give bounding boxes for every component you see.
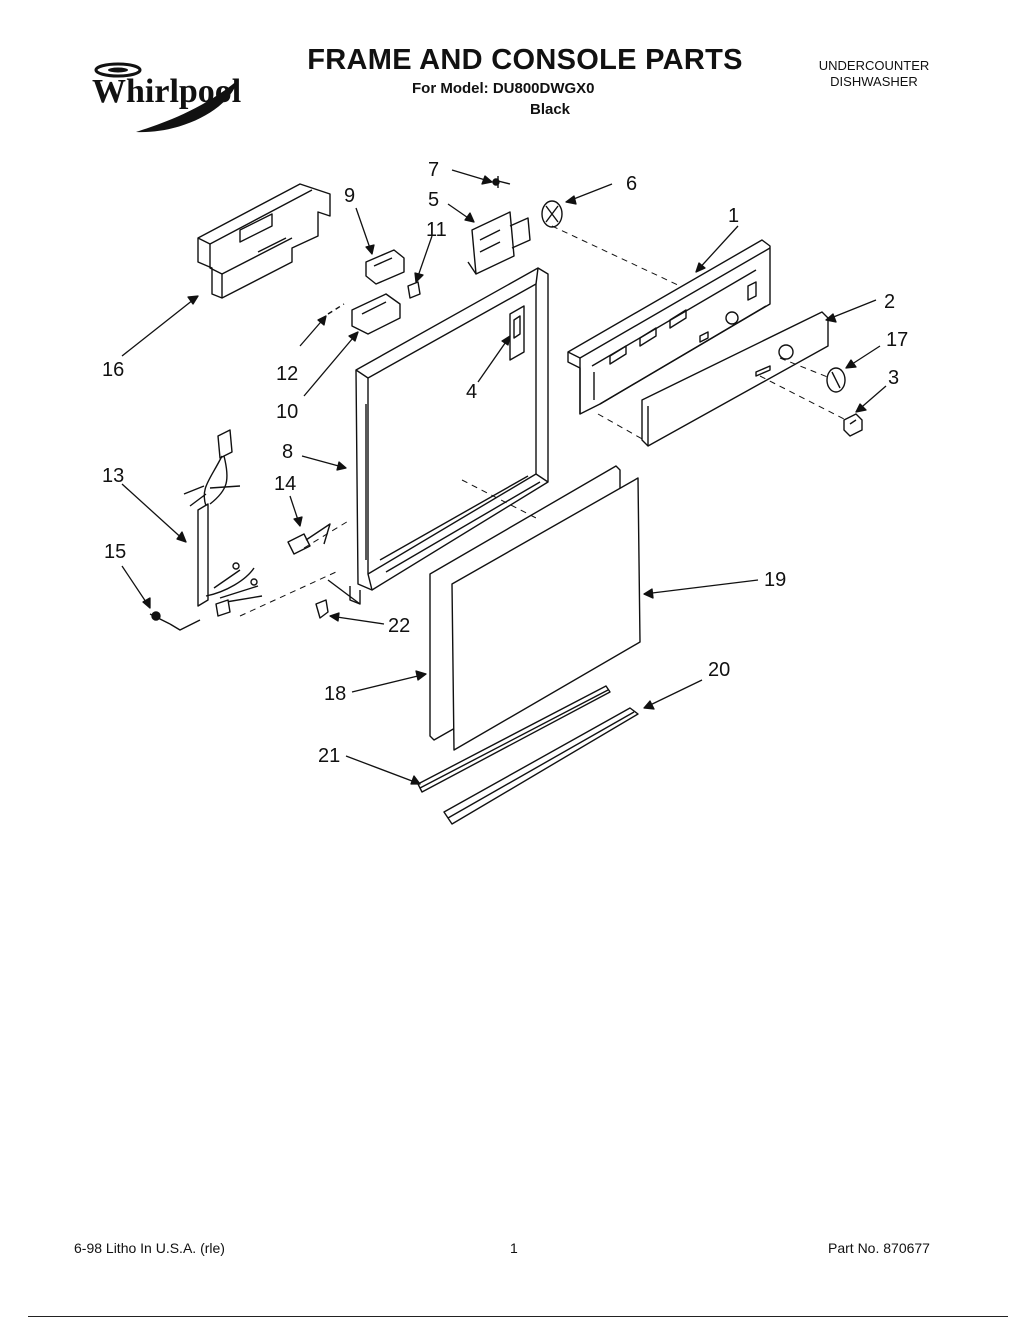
part-5-latch bbox=[467, 211, 531, 275]
callout-3: 3 bbox=[888, 367, 899, 389]
callout-18: 18 bbox=[324, 683, 346, 705]
callout-15: 15 bbox=[104, 541, 126, 563]
part-19-door-panel bbox=[451, 477, 641, 751]
callout-11: 11 bbox=[426, 219, 447, 241]
color-line: Black bbox=[530, 101, 571, 118]
part-20-bottom-channel bbox=[443, 707, 639, 825]
callout-5: 5 bbox=[428, 189, 439, 211]
callout-8: 8 bbox=[282, 441, 293, 463]
part-9-switch bbox=[365, 249, 405, 285]
part-12-pin bbox=[327, 303, 345, 315]
print-info: 6-98 Litho In U.S.A. (rle) bbox=[74, 1240, 225, 1256]
part-13-wire-harness bbox=[183, 429, 263, 617]
part-10-bracket bbox=[351, 293, 401, 335]
part-14-connector bbox=[287, 523, 331, 555]
callout-13: 13 bbox=[102, 465, 124, 487]
part-11-clip bbox=[407, 281, 421, 299]
callout-7: 7 bbox=[428, 159, 439, 181]
part-17-knob bbox=[826, 367, 846, 393]
callout-21: 21 bbox=[318, 745, 340, 767]
whirlpool-logo: Whirlpool bbox=[92, 62, 241, 133]
part-16-cover bbox=[197, 183, 331, 299]
callout-1: 1 bbox=[728, 205, 739, 227]
part-22-clip bbox=[315, 599, 329, 619]
callout-6: 6 bbox=[626, 173, 637, 195]
callout-19: 19 bbox=[764, 569, 786, 591]
part-21-bottom-trim bbox=[417, 685, 611, 793]
model-line: For Model: DU800DWGX0 bbox=[412, 80, 595, 97]
callout-16: 16 bbox=[102, 359, 124, 381]
part-6-handle-knob bbox=[541, 200, 563, 228]
part-3-button bbox=[843, 413, 863, 437]
appliance-type-line2: DISHWASHER bbox=[830, 74, 918, 89]
callout-14: 14 bbox=[274, 473, 296, 495]
callout-12: 12 bbox=[276, 363, 298, 385]
callout-2: 2 bbox=[884, 291, 895, 313]
callout-numbers: 7 6 5 9 1 11 2 17 3 16 12 4 10 8 13 14 1… bbox=[102, 159, 908, 767]
part-1-console bbox=[567, 239, 771, 415]
part-8-door-frame bbox=[327, 267, 549, 605]
callout-20: 20 bbox=[708, 659, 730, 681]
part-15-screw bbox=[149, 611, 201, 631]
callout-4: 4 bbox=[466, 381, 477, 403]
page-number: 1 bbox=[510, 1240, 518, 1256]
part-number: Part No. 870677 bbox=[828, 1240, 930, 1256]
leader-arrows bbox=[121, 169, 887, 785]
bottom-rule bbox=[28, 1316, 1008, 1317]
appliance-type-line1: UNDERCOUNTER bbox=[818, 58, 930, 73]
callout-17: 17 bbox=[886, 329, 908, 351]
callout-10: 10 bbox=[276, 401, 298, 423]
page-title: FRAME AND CONSOLE PARTS bbox=[307, 44, 743, 76]
part-2-console-overlay bbox=[641, 311, 829, 447]
appliance-type: UNDERCOUNTER DISHWASHER bbox=[808, 58, 940, 90]
callout-9: 9 bbox=[344, 185, 355, 207]
assembly-dashed-lines bbox=[239, 225, 847, 617]
part-7-screw bbox=[492, 176, 511, 188]
callout-22: 22 bbox=[388, 615, 410, 637]
